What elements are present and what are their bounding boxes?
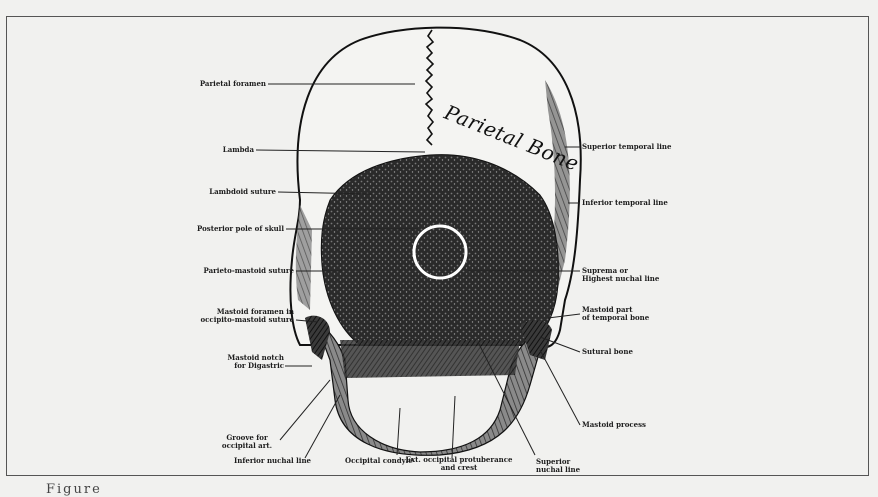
label-lambda: Lambda [200, 146, 254, 154]
label-mastoid-part-line2: of temporal bone [582, 314, 649, 322]
label-groove: Groove for occipital art. [212, 434, 282, 450]
label-mastoid-notch: Mastoid notch for Digastric [200, 354, 284, 370]
label-inferior-nuchal: Inferior nuchal line [234, 457, 311, 465]
label-superior-nuchal: Superior nuchal line [536, 458, 580, 474]
label-ext-occipital: Ext. occipital protuberance and crest [400, 456, 518, 472]
label-superior-temporal: Superior temporal line [582, 143, 671, 151]
label-posterior-pole: Posterior pole of skull [186, 225, 284, 233]
label-inferior-temporal: Inferior temporal line [582, 199, 668, 207]
label-suprema-line2: Highest nuchal line [582, 275, 659, 283]
label-mastoid-notch-line2: for Digastric [200, 362, 284, 370]
label-parietal-foramen: Parietal foramen [180, 80, 266, 88]
label-ext-occipital-line2: and crest [400, 464, 518, 472]
label-mastoid-part: Mastoid part of temporal bone [582, 306, 649, 322]
label-parieto-mastoid: Parieto-mastoid suture [186, 267, 294, 275]
label-mastoid-process: Mastoid process [582, 421, 646, 429]
label-mastoid-foramen-line2: occipito-mastoid suture [176, 316, 294, 324]
label-suprema: Suprema or Highest nuchal line [582, 267, 659, 283]
label-groove-line2: occipital art. [212, 442, 282, 450]
label-sutural-bone: Sutural bone [582, 348, 633, 356]
label-superior-nuchal-line2: nuchal line [536, 466, 580, 474]
label-mastoid-foramen: Mastoid foramen in occipito-mastoid sutu… [176, 308, 294, 324]
figure-frame [6, 16, 869, 476]
label-lambdoid-suture: Lambdoid suture [186, 188, 276, 196]
